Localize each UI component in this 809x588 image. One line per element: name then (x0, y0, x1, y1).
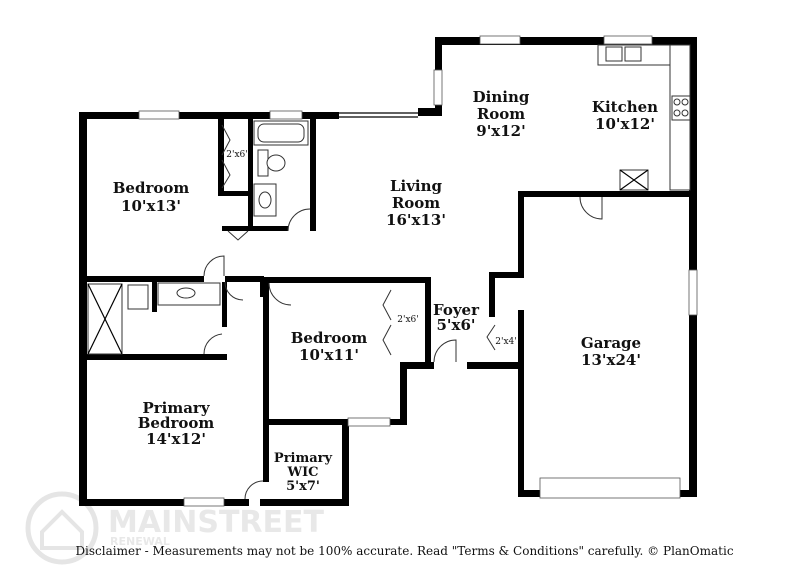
room-name-living-1: Living (390, 177, 443, 195)
room-size-living: 16'x13' (386, 211, 446, 229)
room-size-primary-wic: 5'x7' (286, 479, 320, 494)
room-name-primary-bedroom-1: Primary (142, 399, 210, 417)
window (479, 35, 521, 45)
window (688, 269, 698, 316)
room-name-primary-wic-1: Primary (274, 451, 333, 466)
closet-label: 2'x6' (397, 315, 418, 325)
room-name-dining-1: Dining (473, 88, 530, 106)
room-name-foyer: Foyer (433, 301, 480, 319)
toilet (127, 284, 149, 310)
room-name-primary-bedroom-2: Bedroom (138, 414, 215, 432)
window (138, 110, 180, 120)
room-name-bedroom-left: Bedroom (113, 179, 190, 197)
room-size-bedroom-mid: 10'x11' (299, 346, 359, 364)
watermark-sub: RENEWAL (110, 535, 170, 548)
closet-label: 2'x6' (226, 150, 247, 160)
window (347, 417, 391, 427)
room-name-primary-wic-2: WIC (286, 465, 318, 480)
windows (138, 35, 698, 507)
room-size-dining: 9'x12' (476, 122, 525, 140)
room-name-bedroom-mid: Bedroom (291, 329, 368, 347)
disclaimer: Disclaimer - Measurements may not be 100… (75, 544, 734, 558)
fixtures (87, 44, 691, 355)
room-size-foyer: 5'x6' (436, 316, 475, 334)
watermark-brand: MAINSTREET (108, 505, 324, 540)
room-size-primary-bedroom: 14'x12' (146, 430, 206, 448)
door-swing (203, 255, 225, 277)
kitchen-sink (605, 46, 623, 62)
room-size-bedroom-left: 10'x13' (121, 197, 181, 215)
window (183, 497, 225, 507)
room-labels: Bedroom 10'x13' Living Room 16'x13' Dini… (113, 88, 658, 494)
closet-label: 2'x4' (495, 337, 516, 347)
room-name-living-2: Room (392, 194, 440, 212)
walls (79, 37, 697, 506)
watermark-logo: MAINSTREET RENEWAL (25, 491, 324, 565)
doors (203, 124, 603, 500)
window (603, 35, 653, 45)
window (433, 69, 443, 106)
room-name-kitchen: Kitchen (592, 98, 658, 116)
garage-door (539, 477, 681, 499)
room-name-dining-2: Room (477, 105, 525, 123)
room-name-garage: Garage (581, 334, 641, 352)
room-size-garage: 13'x24' (581, 351, 641, 369)
window (269, 110, 303, 120)
room-size-kitchen: 10'x12' (595, 115, 655, 133)
